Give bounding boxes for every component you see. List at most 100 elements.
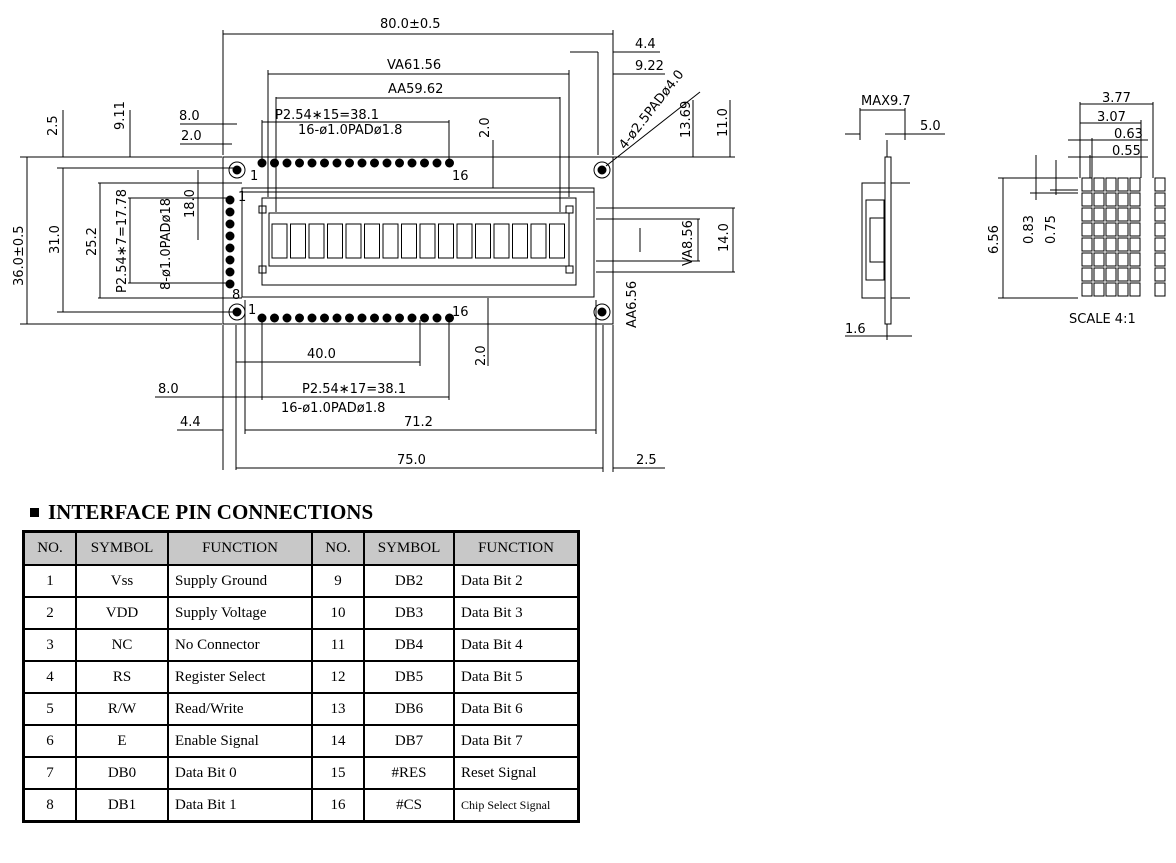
dim-va-height: VA8.56 (681, 220, 696, 266)
dim-height: 36.0±0.5 (12, 225, 27, 286)
pin-1-top: 1 (250, 169, 258, 184)
scale-label: SCALE 4:1 (1069, 312, 1136, 327)
dim-3-07: 3.07 (1097, 110, 1126, 125)
pin-function: Data Bit 3 (453, 596, 580, 630)
bullet-icon (30, 508, 39, 517)
pin-symbol: DB7 (363, 724, 455, 758)
dot (1154, 222, 1166, 237)
pad-bottom (382, 313, 392, 323)
dim-2-0-right: 2.0 (478, 117, 493, 138)
pad-top (407, 158, 417, 168)
dot (1081, 177, 1093, 192)
pin-function: Reset Signal (453, 756, 580, 790)
dot (1093, 252, 1105, 267)
dim-aa-height: AA6.56 (625, 281, 640, 328)
dot (1129, 252, 1141, 267)
dim-25-2: 25.2 (85, 227, 100, 256)
dot (1093, 207, 1105, 222)
pin-function: No Connector (167, 628, 313, 662)
dot (1129, 237, 1141, 252)
dot (1117, 222, 1129, 237)
character-cell (401, 223, 417, 259)
pad-top (295, 158, 304, 168)
pad-bottom (432, 313, 442, 323)
right-dimensions: 14.0 VA8.56 AA6.56 (596, 207, 735, 328)
dot (1154, 282, 1166, 297)
pad-side (225, 243, 235, 253)
dot (1093, 192, 1105, 207)
dim-9-11: 9.11 (113, 101, 128, 130)
pin-no: 16 (311, 788, 365, 823)
pin-labels: 1 16 1 8 1 16 (232, 169, 469, 320)
dot (1117, 252, 1129, 267)
pin-8-side: 8 (232, 288, 240, 303)
pin-symbol: #CS (363, 788, 455, 823)
dim-8-0-bottom: 8.0 (158, 382, 179, 397)
pad-bottom (395, 313, 404, 323)
dim-pitch-bottom: P2.54∗17=38.1 (302, 382, 406, 397)
pad-top (382, 158, 392, 168)
pad-top (307, 158, 317, 168)
pad-top (432, 158, 442, 168)
dot (1093, 267, 1105, 282)
pin-function: Data Bit 6 (453, 692, 580, 726)
dim-pads-bottom: 16-ø1.0PADø1.8 (281, 401, 385, 416)
pin-function: Enable Signal (167, 724, 313, 758)
header-function: FUNCTION (167, 530, 313, 566)
table-header-row: NO. SYMBOL FUNCTION NO. SYMBOL FUNCTION (22, 530, 580, 566)
pin-no: 9 (311, 564, 365, 598)
character-cell (512, 223, 528, 259)
pad-top (270, 158, 279, 168)
pin-no: 14 (311, 724, 365, 758)
character-cell (327, 223, 343, 259)
pads-bottom (257, 313, 454, 323)
dim-2-5-bottom: 2.5 (636, 453, 657, 468)
pin-1-bottom: 1 (248, 303, 256, 318)
pin-symbol: E (75, 724, 169, 758)
pad-bottom (407, 313, 417, 323)
dot (1093, 237, 1105, 252)
pin-connection-table: NO. SYMBOL FUNCTION NO. SYMBOL FUNCTION … (22, 530, 580, 823)
dot (1129, 222, 1141, 237)
pad-bottom (270, 313, 279, 323)
header-symbol-2: SYMBOL (363, 530, 455, 566)
pin-no: 6 (22, 724, 77, 758)
pad-bottom (370, 313, 379, 323)
pin-symbol: R/W (75, 692, 169, 726)
dim-1-6: 1.6 (845, 322, 866, 337)
character-cell (345, 223, 362, 259)
pin-function: Register Select (167, 660, 313, 694)
dim-2-0-top: 2.0 (181, 129, 202, 144)
character-cell (438, 223, 454, 259)
pin-16-top: 16 (452, 169, 469, 184)
dot (1154, 252, 1166, 267)
dot (1105, 267, 1117, 282)
pad-top (282, 158, 292, 168)
pin-function: Data Bit 7 (453, 724, 580, 758)
dim-pitch-top: P2.54∗15=38.1 (275, 108, 379, 123)
dot (1117, 282, 1129, 297)
pin-symbol: VDD (75, 596, 169, 630)
pad-top (357, 158, 367, 168)
pin-function: Chip Select Signal (453, 788, 580, 823)
pad-side (225, 255, 235, 265)
pad-top (320, 158, 329, 168)
dim-2-0-bottom: 2.0 (474, 345, 489, 366)
pin-function: Supply Ground (167, 564, 313, 598)
pin-no: 8 (22, 788, 77, 823)
dim-4-4-top: 4.4 (635, 37, 656, 52)
character-cell (271, 223, 288, 259)
dim-9-22: 9.22 (635, 59, 664, 74)
dot (1105, 177, 1117, 192)
header-no-2: NO. (311, 530, 365, 566)
dot (1081, 237, 1093, 252)
pin-no: 1 (22, 564, 77, 598)
pin-function: Data Bit 1 (167, 788, 313, 823)
dot (1093, 282, 1105, 297)
dim-4-4-bottom: 4.4 (180, 415, 201, 430)
